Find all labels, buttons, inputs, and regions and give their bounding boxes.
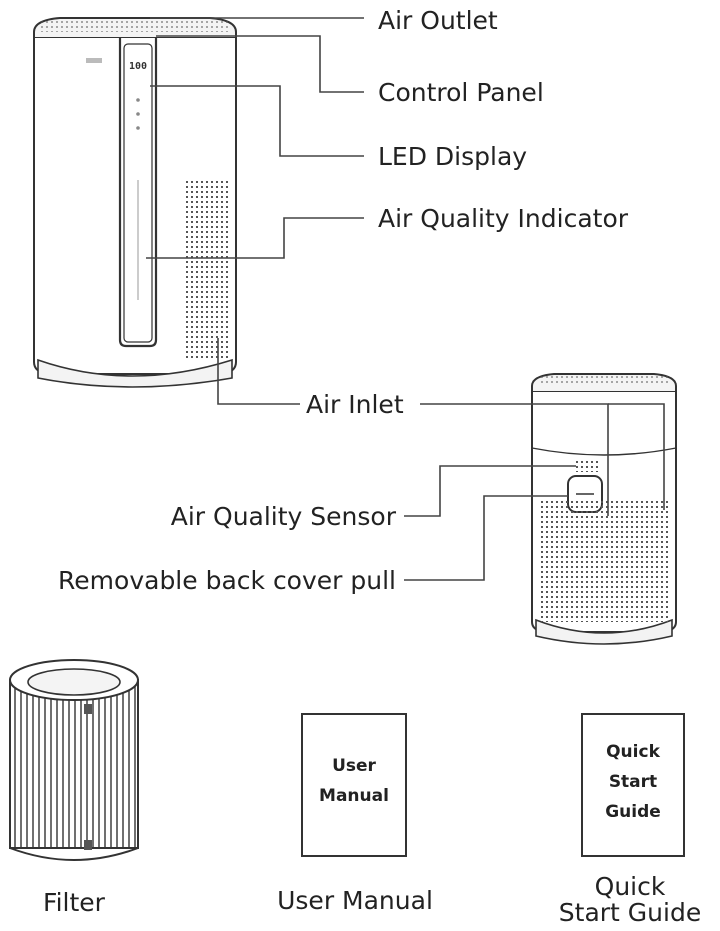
caption-user-manual: User Manual: [277, 886, 433, 915]
leader-lines: [146, 17, 665, 581]
quick-start-cover-text: Quick Start Guide: [605, 742, 661, 822]
leader-air-quality-sensor: [404, 465, 576, 517]
quick-start-book: [581, 713, 685, 857]
label-air-outlet: Air Outlet: [378, 6, 498, 35]
label-air-inlet: Air Inlet: [306, 390, 404, 419]
label-air-quality-indicator: Air Quality Indicator: [378, 204, 629, 233]
purifier-front: [33, 17, 237, 388]
label-air-quality-sensor: Air Quality Sensor: [170, 502, 396, 531]
control-buttons: [136, 98, 140, 130]
label-back-cover-pull: Removable back cover pull: [58, 566, 396, 595]
leader-air-inlet: [217, 338, 300, 405]
caption-filter: Filter: [43, 888, 105, 917]
led-readout: 100: [128, 61, 148, 72]
user-manual-book: [301, 713, 407, 857]
leader-back-cover-pull: [404, 495, 568, 581]
brand-logo: [86, 58, 102, 63]
filter-cartridge: [9, 659, 139, 861]
leader-control-panel: [156, 35, 364, 93]
label-control-panel: Control Panel: [378, 78, 544, 107]
label-led-display: LED Display: [378, 142, 528, 171]
user-manual-cover-text: User Manual: [319, 756, 389, 806]
purifier-back: [531, 373, 677, 645]
leader-air-inlet-back-2: [608, 403, 665, 510]
caption-quick-start: Quick Start Guide: [558, 872, 702, 928]
leader-aqi: [146, 217, 364, 259]
leader-led-display: [150, 85, 364, 157]
